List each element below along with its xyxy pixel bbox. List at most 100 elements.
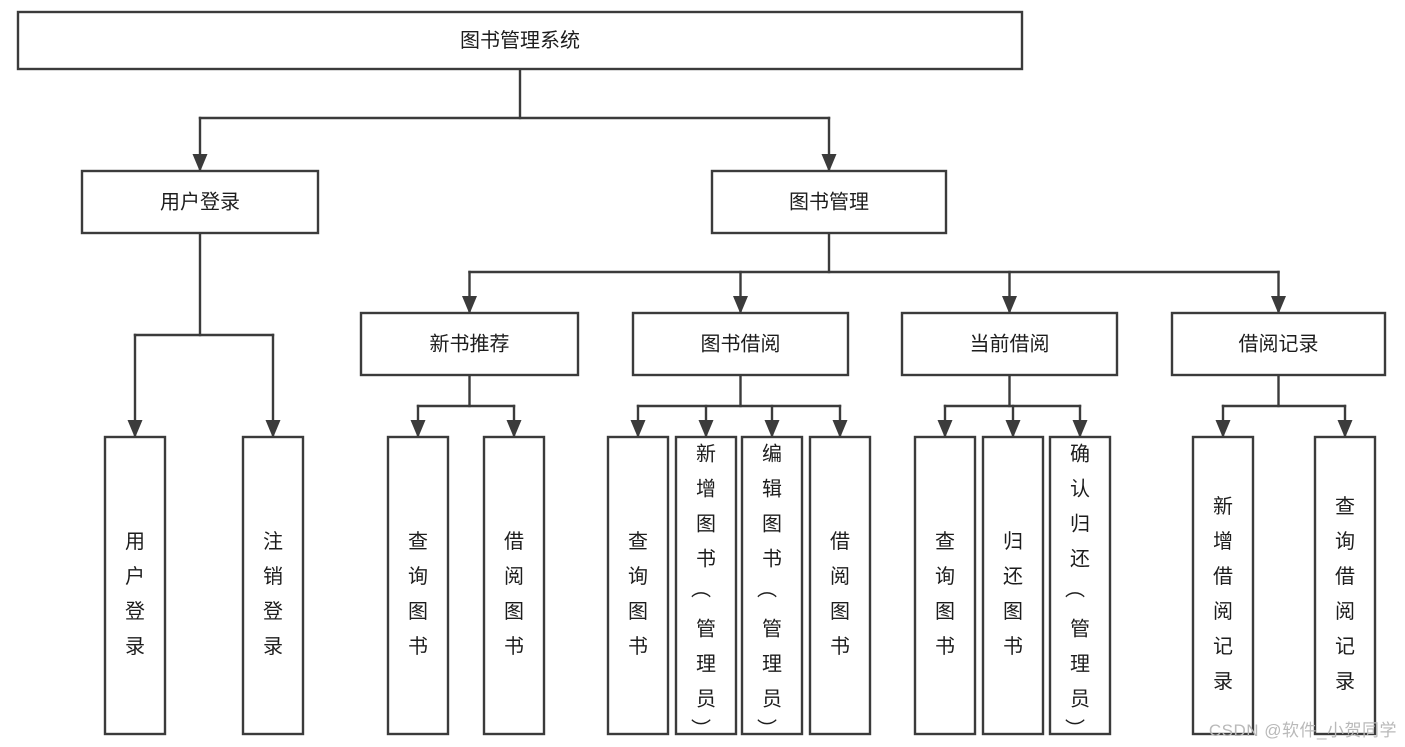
node-label-char: 理 (696, 654, 716, 676)
node-label-char: （ (689, 578, 712, 598)
node-label: 图书管理 (789, 190, 869, 213)
node-label-char: 录 (125, 636, 145, 658)
node-box[interactable] (482, 435, 546, 736)
node-box[interactable] (913, 435, 977, 736)
node-label-char: 查 (935, 530, 955, 553)
node-label-char: 图 (935, 601, 955, 623)
node-box[interactable] (1313, 435, 1377, 736)
node-label-char: 阅 (504, 565, 524, 588)
node-label-char: 查 (408, 530, 428, 553)
arrow-head-icon (764, 420, 780, 438)
node-label-char: （ (755, 578, 778, 598)
arrow-head-icon (832, 420, 848, 438)
node-label-char: 记 (1335, 635, 1355, 658)
node-label-char: 查 (628, 530, 648, 553)
node-label-char: 员 (1070, 689, 1090, 711)
node-label-char: 录 (1213, 671, 1233, 693)
node-图书管理系统[interactable]: 图书管理系统 (16, 10, 1024, 71)
node-新书推荐[interactable]: 新书推荐 (359, 311, 580, 377)
node-box[interactable] (359, 311, 580, 377)
node-label-char: 增 (696, 478, 716, 501)
node-label-char: 认 (1070, 478, 1090, 501)
node-label-char: 图 (504, 601, 524, 623)
node-box[interactable] (606, 435, 670, 736)
node-label-char: 新 (696, 443, 716, 466)
node-box[interactable] (386, 435, 450, 736)
node-label-char: 询 (628, 565, 648, 588)
node-label-char: 增 (1213, 530, 1233, 553)
node-box[interactable] (80, 169, 320, 235)
node-box[interactable] (981, 435, 1045, 736)
arrow-head-icon (265, 420, 281, 438)
node-用户登录[interactable]: 用户登录 (103, 435, 167, 736)
node-box[interactable] (1170, 311, 1387, 377)
node-label-char: 管 (696, 618, 716, 641)
node-label-char: 书 (1003, 635, 1023, 658)
node-label-char: 注 (263, 530, 283, 553)
node-label: 用户登录 (160, 190, 240, 213)
node-box[interactable] (631, 311, 850, 377)
node-label-char: 编 (762, 443, 782, 466)
node-label-char: 书 (628, 635, 648, 658)
arrow-head-icon (192, 154, 208, 172)
node-label-char: 记 (1213, 635, 1233, 658)
node-label-char: 借 (1335, 565, 1355, 588)
node-label: 当前借阅 (970, 332, 1050, 355)
node-借阅记录[interactable]: 借阅记录 (1170, 311, 1387, 377)
node-label-char: 询 (935, 565, 955, 588)
connector-layer (127, 67, 1353, 438)
node-label-char: 户 (125, 565, 145, 588)
node-label-char: 归 (1070, 513, 1090, 536)
node-图书借阅[interactable]: 图书借阅 (631, 311, 850, 377)
node-label-char: 图 (830, 601, 850, 623)
node-box[interactable] (1191, 435, 1255, 736)
node-box[interactable] (710, 169, 948, 235)
node-label: 图书借阅 (701, 332, 781, 355)
arrow-head-icon (821, 154, 837, 172)
node-label-char: 图 (408, 601, 428, 623)
node-label-char: （ (1063, 578, 1086, 598)
node-label-char: 书 (935, 635, 955, 658)
node-用户登录[interactable]: 用户登录 (80, 169, 320, 235)
arrow-head-icon (698, 420, 714, 438)
arrow-head-icon (1215, 420, 1231, 438)
node-label-char: 书 (504, 635, 524, 658)
node-box[interactable] (808, 435, 872, 736)
node-label-char: 图 (1003, 601, 1023, 623)
node-label-char: 员 (696, 689, 716, 711)
node-label-char: 辑 (762, 478, 782, 501)
node-图书管理[interactable]: 图书管理 (710, 169, 948, 235)
arrow-head-icon (1005, 420, 1021, 438)
node-当前借阅[interactable]: 当前借阅 (900, 311, 1119, 377)
node-label-char: 录 (263, 636, 283, 658)
node-label-char: 员 (762, 689, 782, 711)
node-box[interactable] (16, 10, 1024, 71)
arrow-head-icon (462, 296, 477, 314)
arrow-head-icon (127, 420, 143, 438)
node-box[interactable] (1048, 435, 1112, 736)
node-box[interactable] (103, 435, 167, 736)
node-label-char: 新 (1213, 495, 1233, 518)
node-box[interactable] (900, 311, 1119, 377)
node-label-char: 管 (762, 618, 782, 641)
node-box[interactable] (740, 435, 804, 736)
node-label-char: 借 (504, 530, 524, 553)
node-label-char: 图 (762, 514, 782, 536)
node-box[interactable] (241, 435, 305, 736)
arrow-head-icon (937, 420, 953, 438)
node-box[interactable] (674, 435, 738, 736)
node-label-char: 归 (1003, 530, 1023, 553)
